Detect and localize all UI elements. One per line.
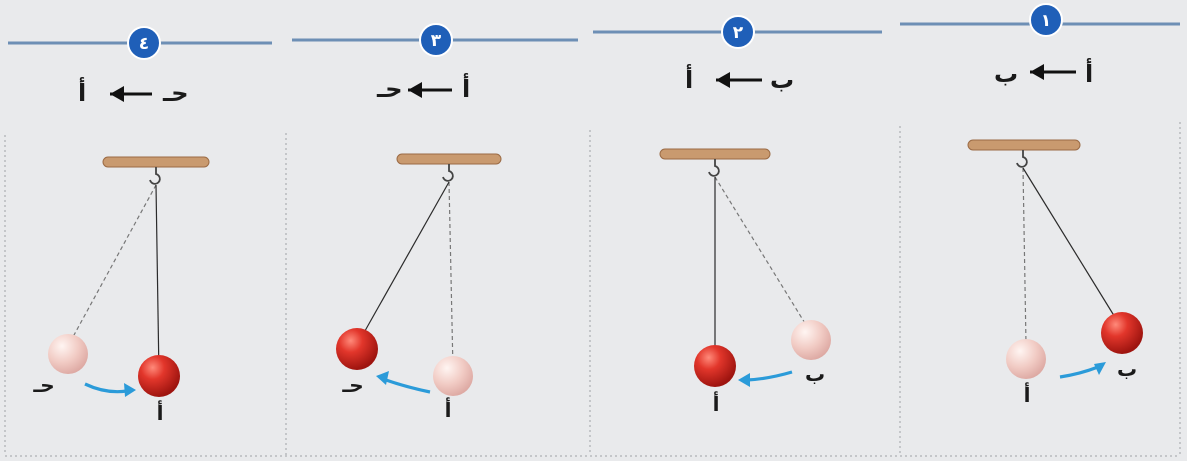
current-string <box>1022 167 1122 328</box>
previous-string <box>1022 167 1027 345</box>
pendulum: حـ أ <box>336 153 502 422</box>
panel-step-1: ١ ب أ أ ب <box>967 3 1143 407</box>
previous-string <box>67 184 157 347</box>
sequence-end-letter: ب <box>994 60 1018 88</box>
active-ball-label: حـ <box>341 373 363 397</box>
step-badge: ٢ <box>721 15 755 49</box>
faint-ball-label: أ <box>1024 381 1031 407</box>
step-number: ٤ <box>139 34 149 54</box>
sequence-label: أ ب <box>685 64 794 94</box>
sequence-end-letter: أ <box>78 77 86 107</box>
step-badge: ٣ <box>419 23 453 57</box>
faint-ball-label: ب <box>805 362 825 386</box>
faint-ball <box>433 356 473 396</box>
support-rod <box>967 139 1081 151</box>
sequence-end-letter: حـ <box>376 75 403 103</box>
motion-arrow-icon <box>84 382 128 394</box>
step-number: ٢ <box>733 23 744 43</box>
hook-icon <box>149 167 161 185</box>
sequence-label: ب أ <box>994 58 1093 88</box>
active-ball-label: ب <box>1117 357 1137 381</box>
sequence-start-letter: أ <box>462 73 470 103</box>
pendulum: حـ أ <box>32 156 210 425</box>
faint-ball <box>48 334 88 374</box>
support-rod <box>102 156 210 168</box>
step-number: ١ <box>1041 11 1051 31</box>
motion-arrow-icon <box>746 370 793 382</box>
current-string <box>356 181 450 346</box>
previous-string <box>714 176 812 334</box>
pendulum: أ ب <box>967 139 1143 407</box>
step-badge: ٤ <box>127 26 161 60</box>
sequence-start-letter: أ <box>1085 58 1093 88</box>
sequence-start-letter: حـ <box>162 79 189 107</box>
sequence-label: حـ أ <box>376 73 470 103</box>
hook-icon <box>1016 150 1028 168</box>
active-ball <box>336 328 378 370</box>
panel-step-2: ٢ أ ب أ ب <box>659 15 831 416</box>
current-string <box>155 184 160 377</box>
faint-ball-label: أ <box>445 396 452 422</box>
panel-step-4: ٤ أ حـ حـ أ <box>32 26 210 425</box>
sequence-start-letter: ب <box>770 66 794 94</box>
active-ball <box>694 345 736 387</box>
motion-arrow-icon <box>385 378 431 394</box>
active-ball-label: أ <box>157 399 164 425</box>
sequence-end-letter: أ <box>685 64 693 94</box>
support-rod <box>659 148 771 160</box>
support-rod <box>396 153 502 165</box>
header-rule <box>8 22 1180 45</box>
step-number: ٣ <box>431 31 442 51</box>
previous-string <box>448 181 454 371</box>
panel-step-3: ٣ حـ أ حـ أ <box>336 23 502 422</box>
step-badge: ١ <box>1029 3 1063 37</box>
hook-icon <box>708 159 720 177</box>
active-ball-label: أ <box>713 390 720 416</box>
faint-ball <box>791 320 831 360</box>
active-ball <box>138 355 180 397</box>
hook-icon <box>442 164 454 182</box>
panel-dividers <box>4 122 1181 457</box>
faint-ball-label: حـ <box>32 373 54 397</box>
faint-ball <box>1006 339 1046 379</box>
pendulum: أ ب <box>659 148 831 416</box>
motion-arrow-icon <box>1059 365 1099 379</box>
active-ball <box>1101 312 1143 354</box>
sequence-label: أ حـ <box>78 77 189 107</box>
